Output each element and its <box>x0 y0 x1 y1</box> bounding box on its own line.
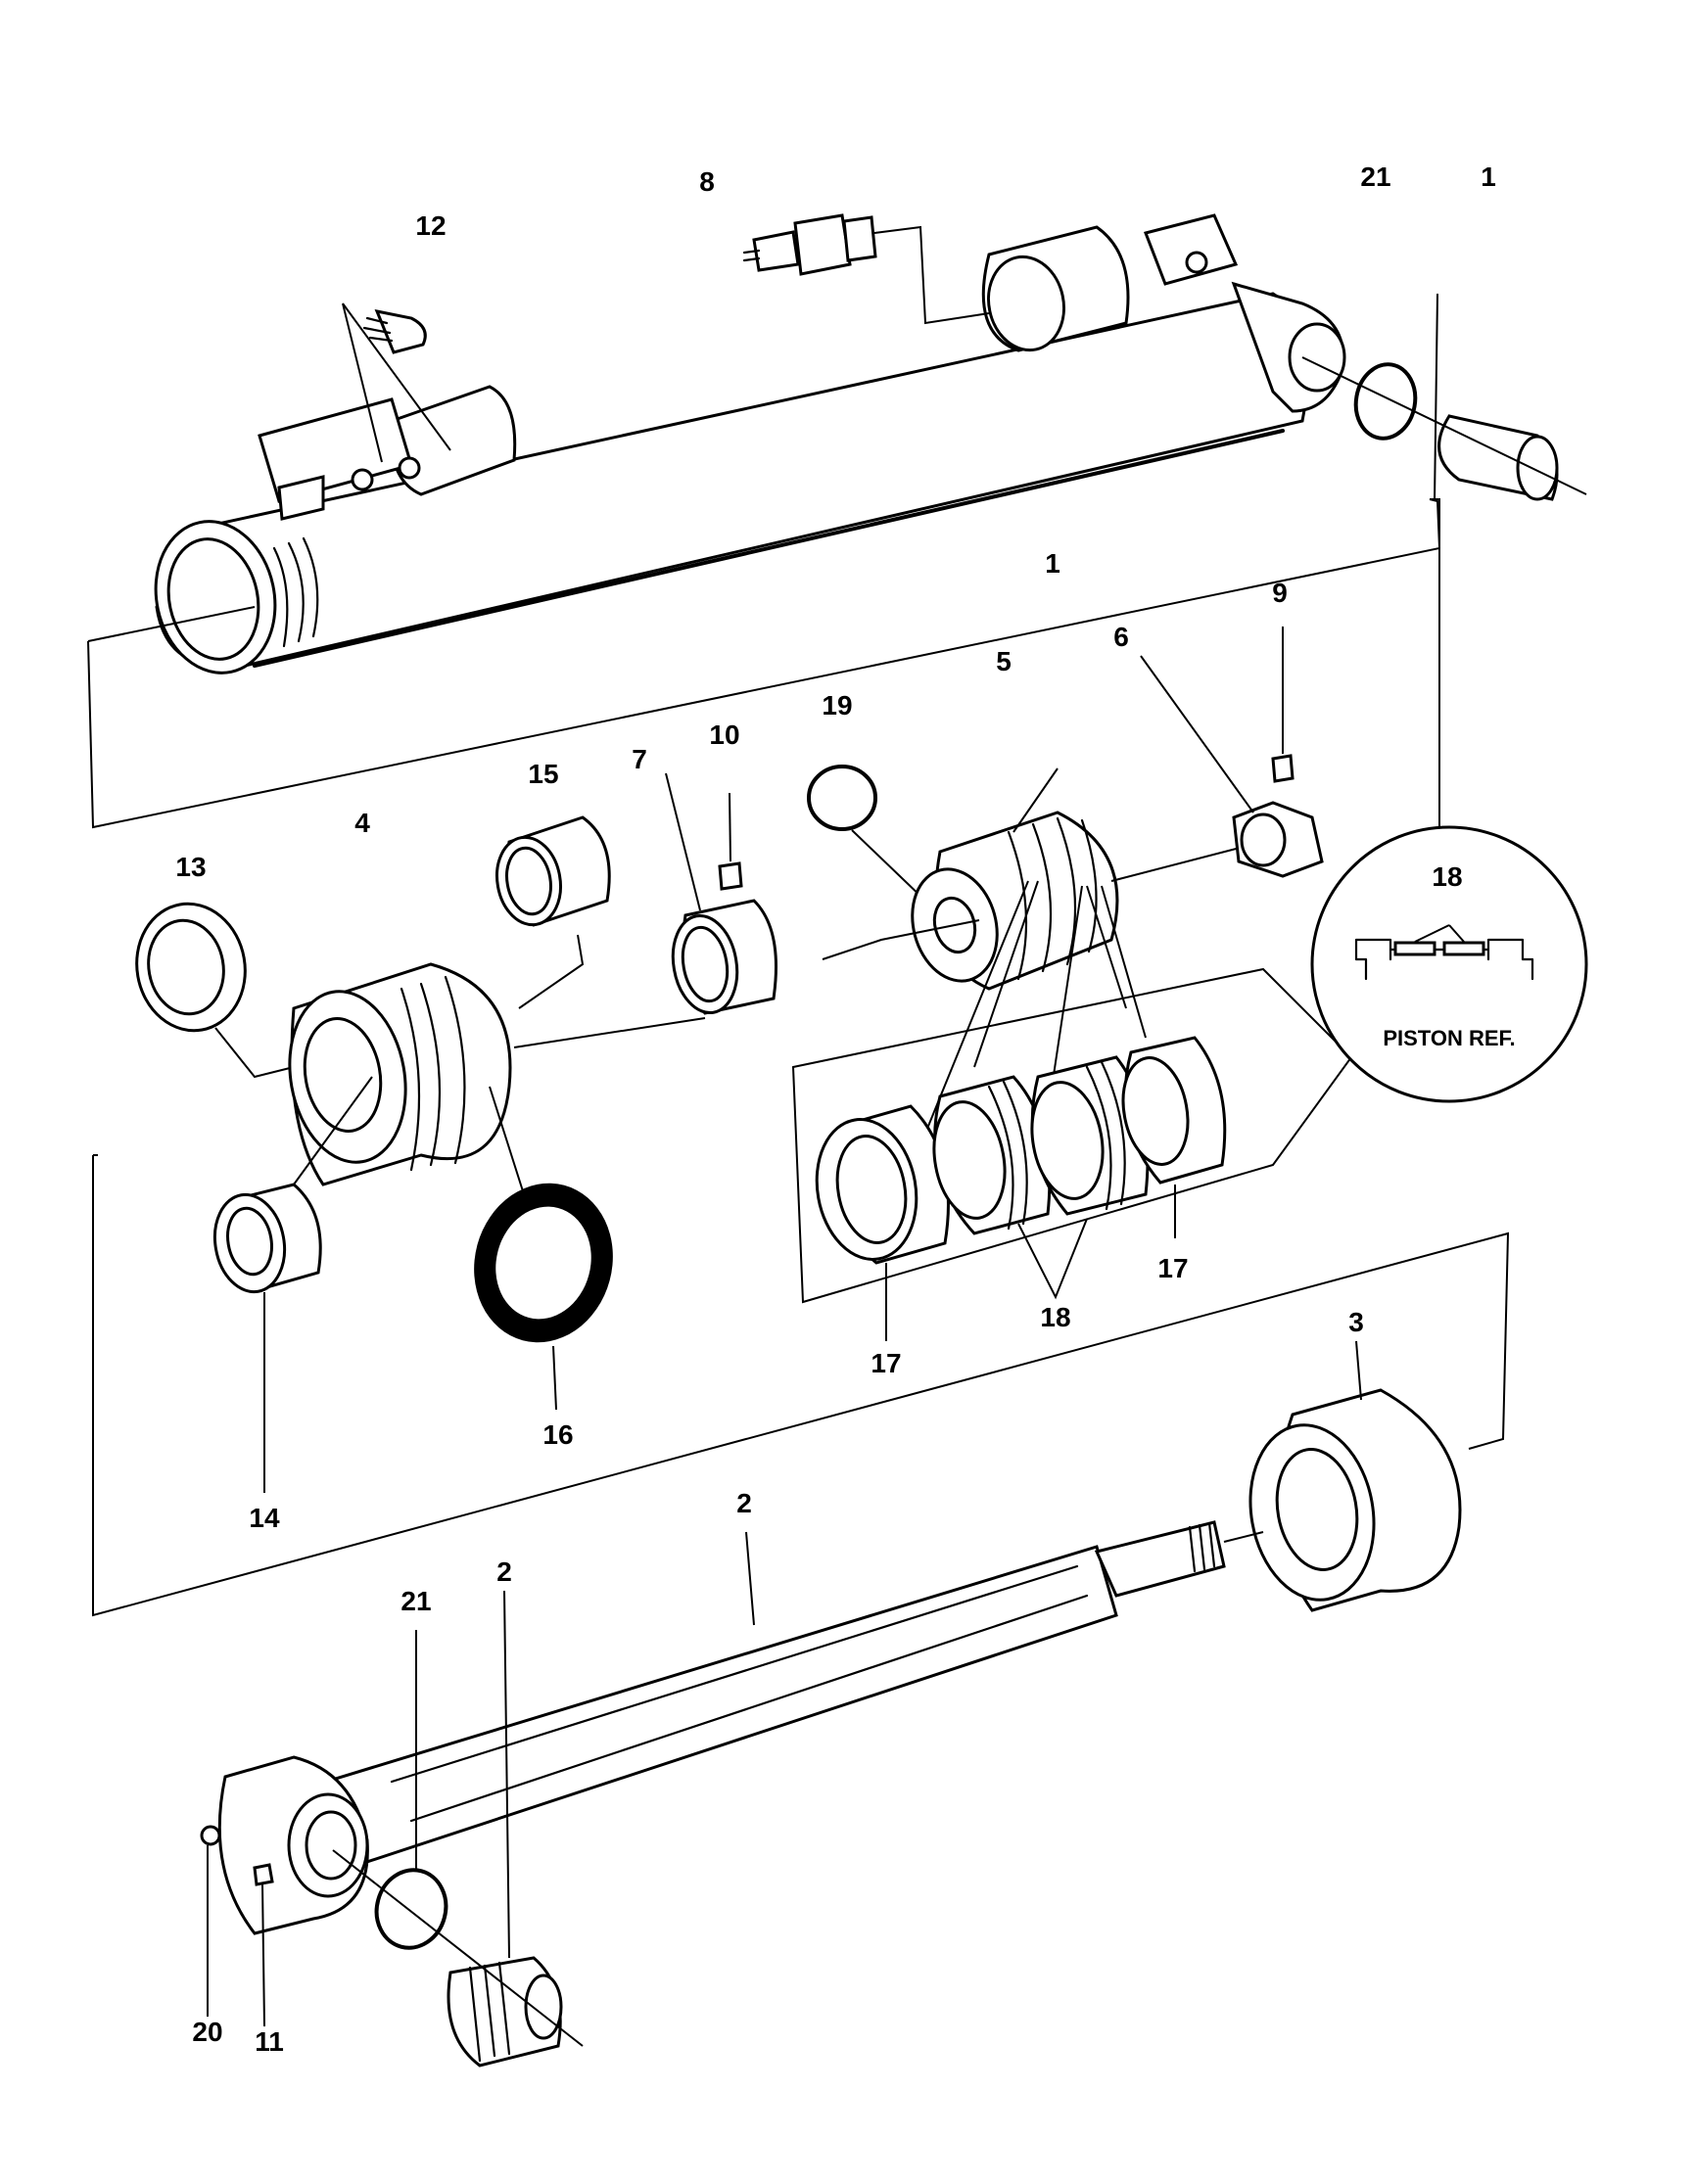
piston-ref-label: PISTON REF. <box>1383 1026 1515 1050</box>
callout-3: 3 <box>1348 1307 1364 1337</box>
bushing-15 <box>495 815 611 1009</box>
gland-4 <box>288 962 706 1186</box>
callout-16: 16 <box>542 1419 573 1450</box>
callout-1-top: 1 <box>1481 162 1496 192</box>
barrel-group-bracket <box>87 293 1441 842</box>
callout-19: 19 <box>822 690 852 720</box>
seal-18-a <box>932 1075 1052 1235</box>
seal-ring-21-top <box>1353 362 1418 441</box>
callout-21-top: 21 <box>1360 162 1390 192</box>
callout-7: 7 <box>632 744 647 774</box>
callout-15: 15 <box>528 759 558 789</box>
piston-ref-inset <box>1310 825 1588 1103</box>
bushing-1 <box>1301 356 1587 501</box>
bushing-14 <box>212 1076 373 1493</box>
piston-5 <box>822 767 1274 1146</box>
callout-18-inset: 18 <box>1432 861 1462 892</box>
callout-6: 6 <box>1113 622 1129 652</box>
callout-21-bottom: 21 <box>400 1586 431 1616</box>
wiper-seal-16 <box>474 1086 613 1411</box>
oring-19 <box>807 765 926 902</box>
callout-2-rod: 2 <box>736 1488 752 1518</box>
callout-18-lower: 18 <box>1040 1302 1070 1332</box>
bushing-2 <box>332 1590 584 2068</box>
callout-20: 20 <box>192 2017 222 2047</box>
callout-5: 5 <box>996 646 1012 676</box>
seal-set-panel <box>791 967 1353 1304</box>
cylinder-barrel <box>87 213 1346 674</box>
callout-10: 10 <box>709 720 739 750</box>
seal-ring-21-bottom <box>374 1630 448 1950</box>
callout-14: 14 <box>249 1503 280 1533</box>
setscrew-10 <box>718 792 743 891</box>
seal-17-left <box>815 1104 950 1341</box>
bolt-12 <box>342 302 451 463</box>
setscrew-9 <box>1271 627 1295 783</box>
callout-9: 9 <box>1272 578 1288 608</box>
fitting-8 <box>742 213 990 325</box>
callout-17-left: 17 <box>871 1348 901 1378</box>
callout-17-right: 17 <box>1157 1253 1188 1283</box>
callout-4: 4 <box>354 808 370 838</box>
seal-17-right <box>1121 1036 1227 1238</box>
rod-eye <box>200 1755 369 2027</box>
seal-18-b <box>1030 1055 1150 1216</box>
rod-group-bracket <box>92 1154 1510 1617</box>
nut-6 <box>1140 655 1324 878</box>
piston-rod-2 <box>292 1520 1264 1882</box>
callout-12: 12 <box>415 210 446 241</box>
callout-11: 11 <box>255 2026 284 2057</box>
gland-nut-3 <box>1248 1340 1462 1612</box>
ring-7 <box>665 772 777 1015</box>
callout-13: 13 <box>175 852 206 882</box>
callout-8: 8 <box>699 166 715 197</box>
callout-2-bush: 2 <box>496 1557 512 1587</box>
seal-18-leaders <box>1017 1218 1088 1300</box>
callout-1-body: 1 <box>1045 548 1060 579</box>
seal-13 <box>135 902 295 1079</box>
